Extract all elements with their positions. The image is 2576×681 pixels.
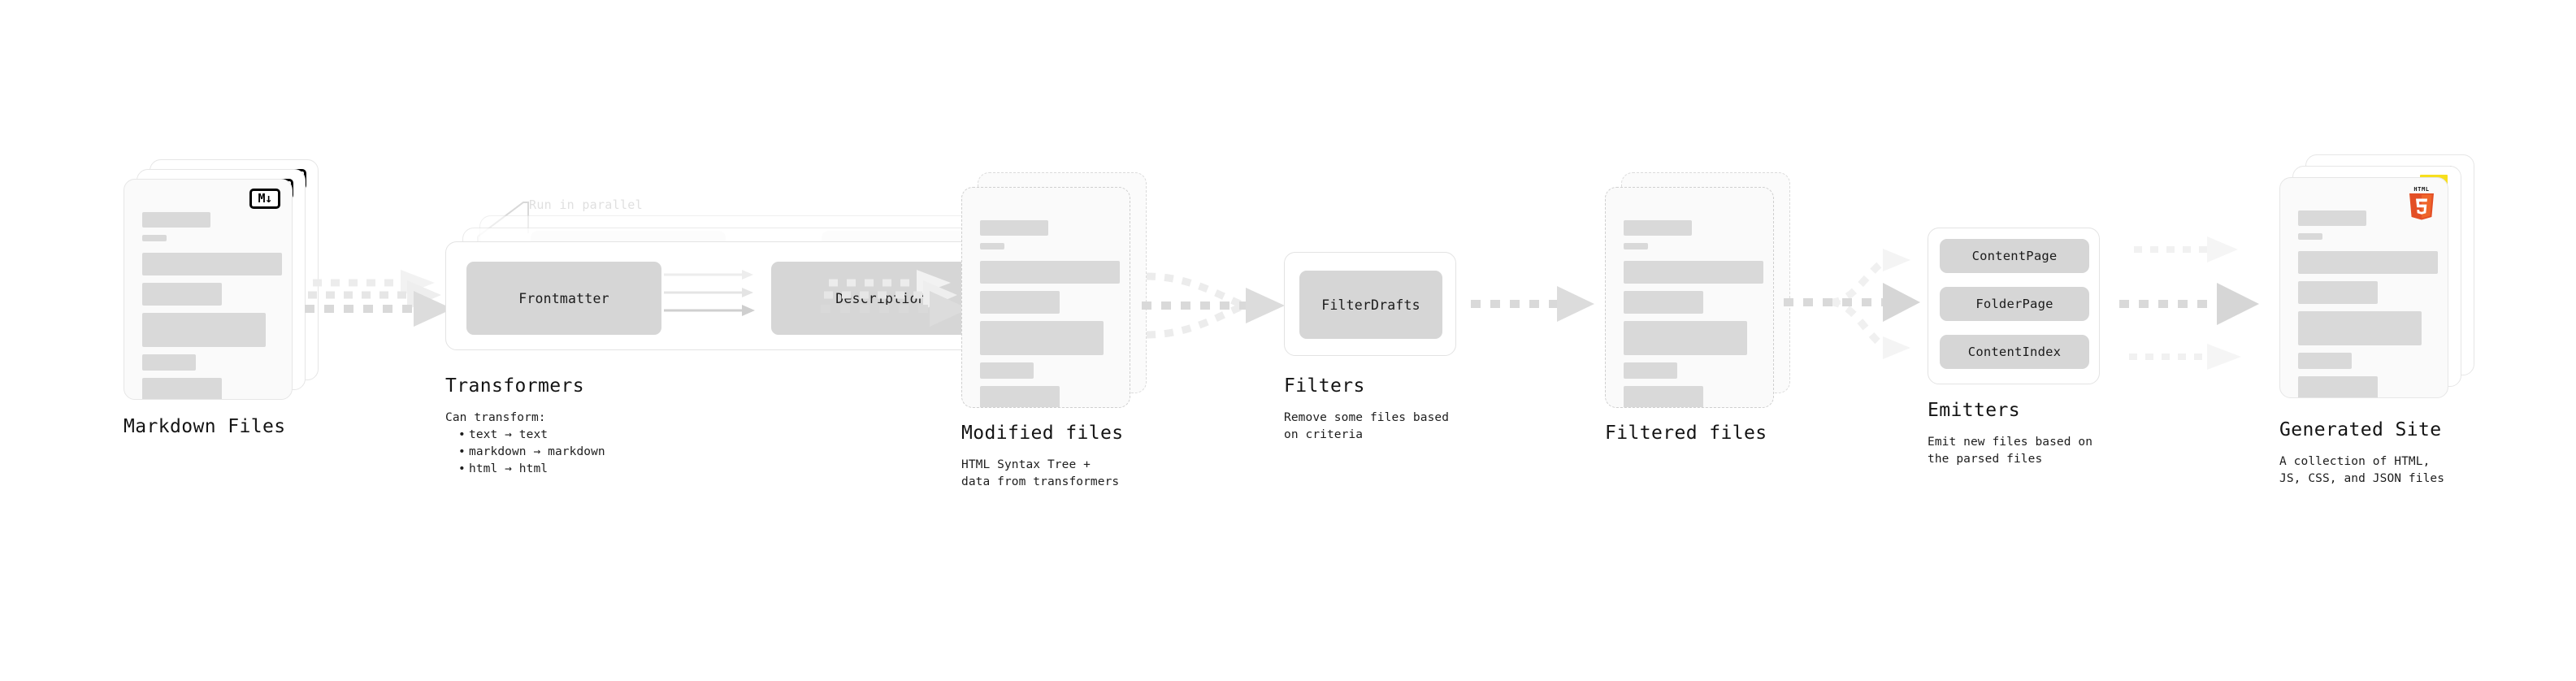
connector-filtered-to-emitters	[1784, 249, 1920, 359]
skeleton-row	[1624, 321, 1747, 355]
file-skeleton	[2298, 210, 2438, 397]
filtered-file-card-front	[1605, 187, 1774, 408]
skeleton-row	[2298, 353, 2352, 369]
skeleton-row	[1624, 386, 1703, 407]
skeleton-row	[142, 253, 282, 275]
file-skeleton	[980, 220, 1120, 407]
pill-filterdrafts[interactable]: FilterDrafts	[1299, 271, 1442, 339]
skeleton-row	[1624, 243, 1648, 249]
connector-modified-to-filters	[1142, 272, 1285, 339]
skeleton-row	[980, 291, 1060, 314]
skeleton-row	[980, 386, 1060, 407]
pill-frontmatter[interactable]: Frontmatter	[466, 262, 661, 335]
stage-title-filters: Filters	[1284, 375, 1365, 397]
skeleton-row	[142, 283, 222, 306]
skeleton-row	[142, 212, 210, 228]
generated-site-subtitle: A collection of HTML, JS, CSS, and JSON …	[2279, 455, 2445, 486]
skeleton-row	[980, 362, 1034, 379]
skeleton-row	[1624, 220, 1692, 236]
skeleton-row	[2298, 311, 2422, 345]
modified-file-card-front	[961, 187, 1130, 408]
pill-folderpage[interactable]: FolderPage	[1940, 287, 2089, 321]
emitters-group: ContentPage FolderPage ContentIndex	[1928, 228, 2100, 384]
transformers-subtitle: Can transform:	[445, 411, 546, 424]
skeleton-row	[1624, 261, 1763, 284]
connector-md-to-transformers	[305, 270, 453, 327]
run-in-parallel-label: Run in parallel	[529, 197, 643, 212]
skeleton-row	[2298, 210, 2366, 226]
connector-transformers-to-modified	[821, 270, 969, 327]
stage-title-markdown-files: Markdown Files	[124, 416, 286, 437]
skeleton-row	[980, 243, 1004, 249]
connector-emitters-to-site	[2119, 236, 2259, 370]
stage-title-modified-files: Modified files	[961, 423, 1124, 444]
emitters-subtitle: Emit new files based on the parsed files	[1928, 436, 2093, 466]
pill-contentindex[interactable]: ContentIndex	[1940, 335, 2089, 369]
skeleton-row	[142, 235, 167, 241]
stage-title-filtered-files: Filtered files	[1605, 423, 1767, 444]
skeleton-row	[2298, 251, 2438, 274]
filters-group: FilterDrafts	[1284, 252, 1456, 356]
skeleton-row	[2298, 233, 2322, 240]
skeleton-row	[980, 321, 1104, 355]
transform-bullet-2: html → html	[458, 461, 605, 478]
file-skeleton	[142, 212, 282, 399]
skeleton-row	[980, 261, 1120, 284]
skeleton-row	[142, 378, 222, 399]
skeleton-row	[1624, 362, 1677, 379]
svg-text:HTML: HTML	[2413, 186, 2429, 193]
stage-title-transformers: Transformers	[445, 375, 584, 397]
skeleton-row	[1624, 291, 1703, 314]
file-skeleton	[1624, 220, 1763, 407]
skeleton-row	[2298, 281, 2378, 304]
skeleton-row	[142, 354, 196, 371]
generated-file-card-front: HTML	[2279, 177, 2448, 398]
connector-filters-to-filtered	[1471, 286, 1594, 322]
markdown-file-card-front: M↓	[124, 179, 293, 400]
skeleton-row	[142, 313, 266, 347]
markdown-icon: M↓	[249, 189, 280, 209]
skeleton-row	[980, 220, 1048, 236]
stage-title-generated-site: Generated Site	[2279, 419, 2442, 440]
stage-title-emitters: Emitters	[1928, 400, 2020, 421]
skeleton-row	[2298, 376, 2378, 397]
transform-bullet-1: markdown → markdown	[458, 444, 605, 461]
transform-bullet-0: text → text	[458, 427, 605, 444]
filters-subtitle: Remove some files based on criteria	[1284, 411, 1450, 442]
transformer-inner-arrows	[664, 270, 755, 316]
html5-icon: HTML	[2405, 184, 2438, 220]
transformers-bullets: text → text markdown → markdown html → h…	[455, 427, 605, 478]
modified-files-subtitle: HTML Syntax Tree + data from transformer…	[961, 458, 1120, 489]
pill-contentpage[interactable]: ContentPage	[1940, 239, 2089, 273]
